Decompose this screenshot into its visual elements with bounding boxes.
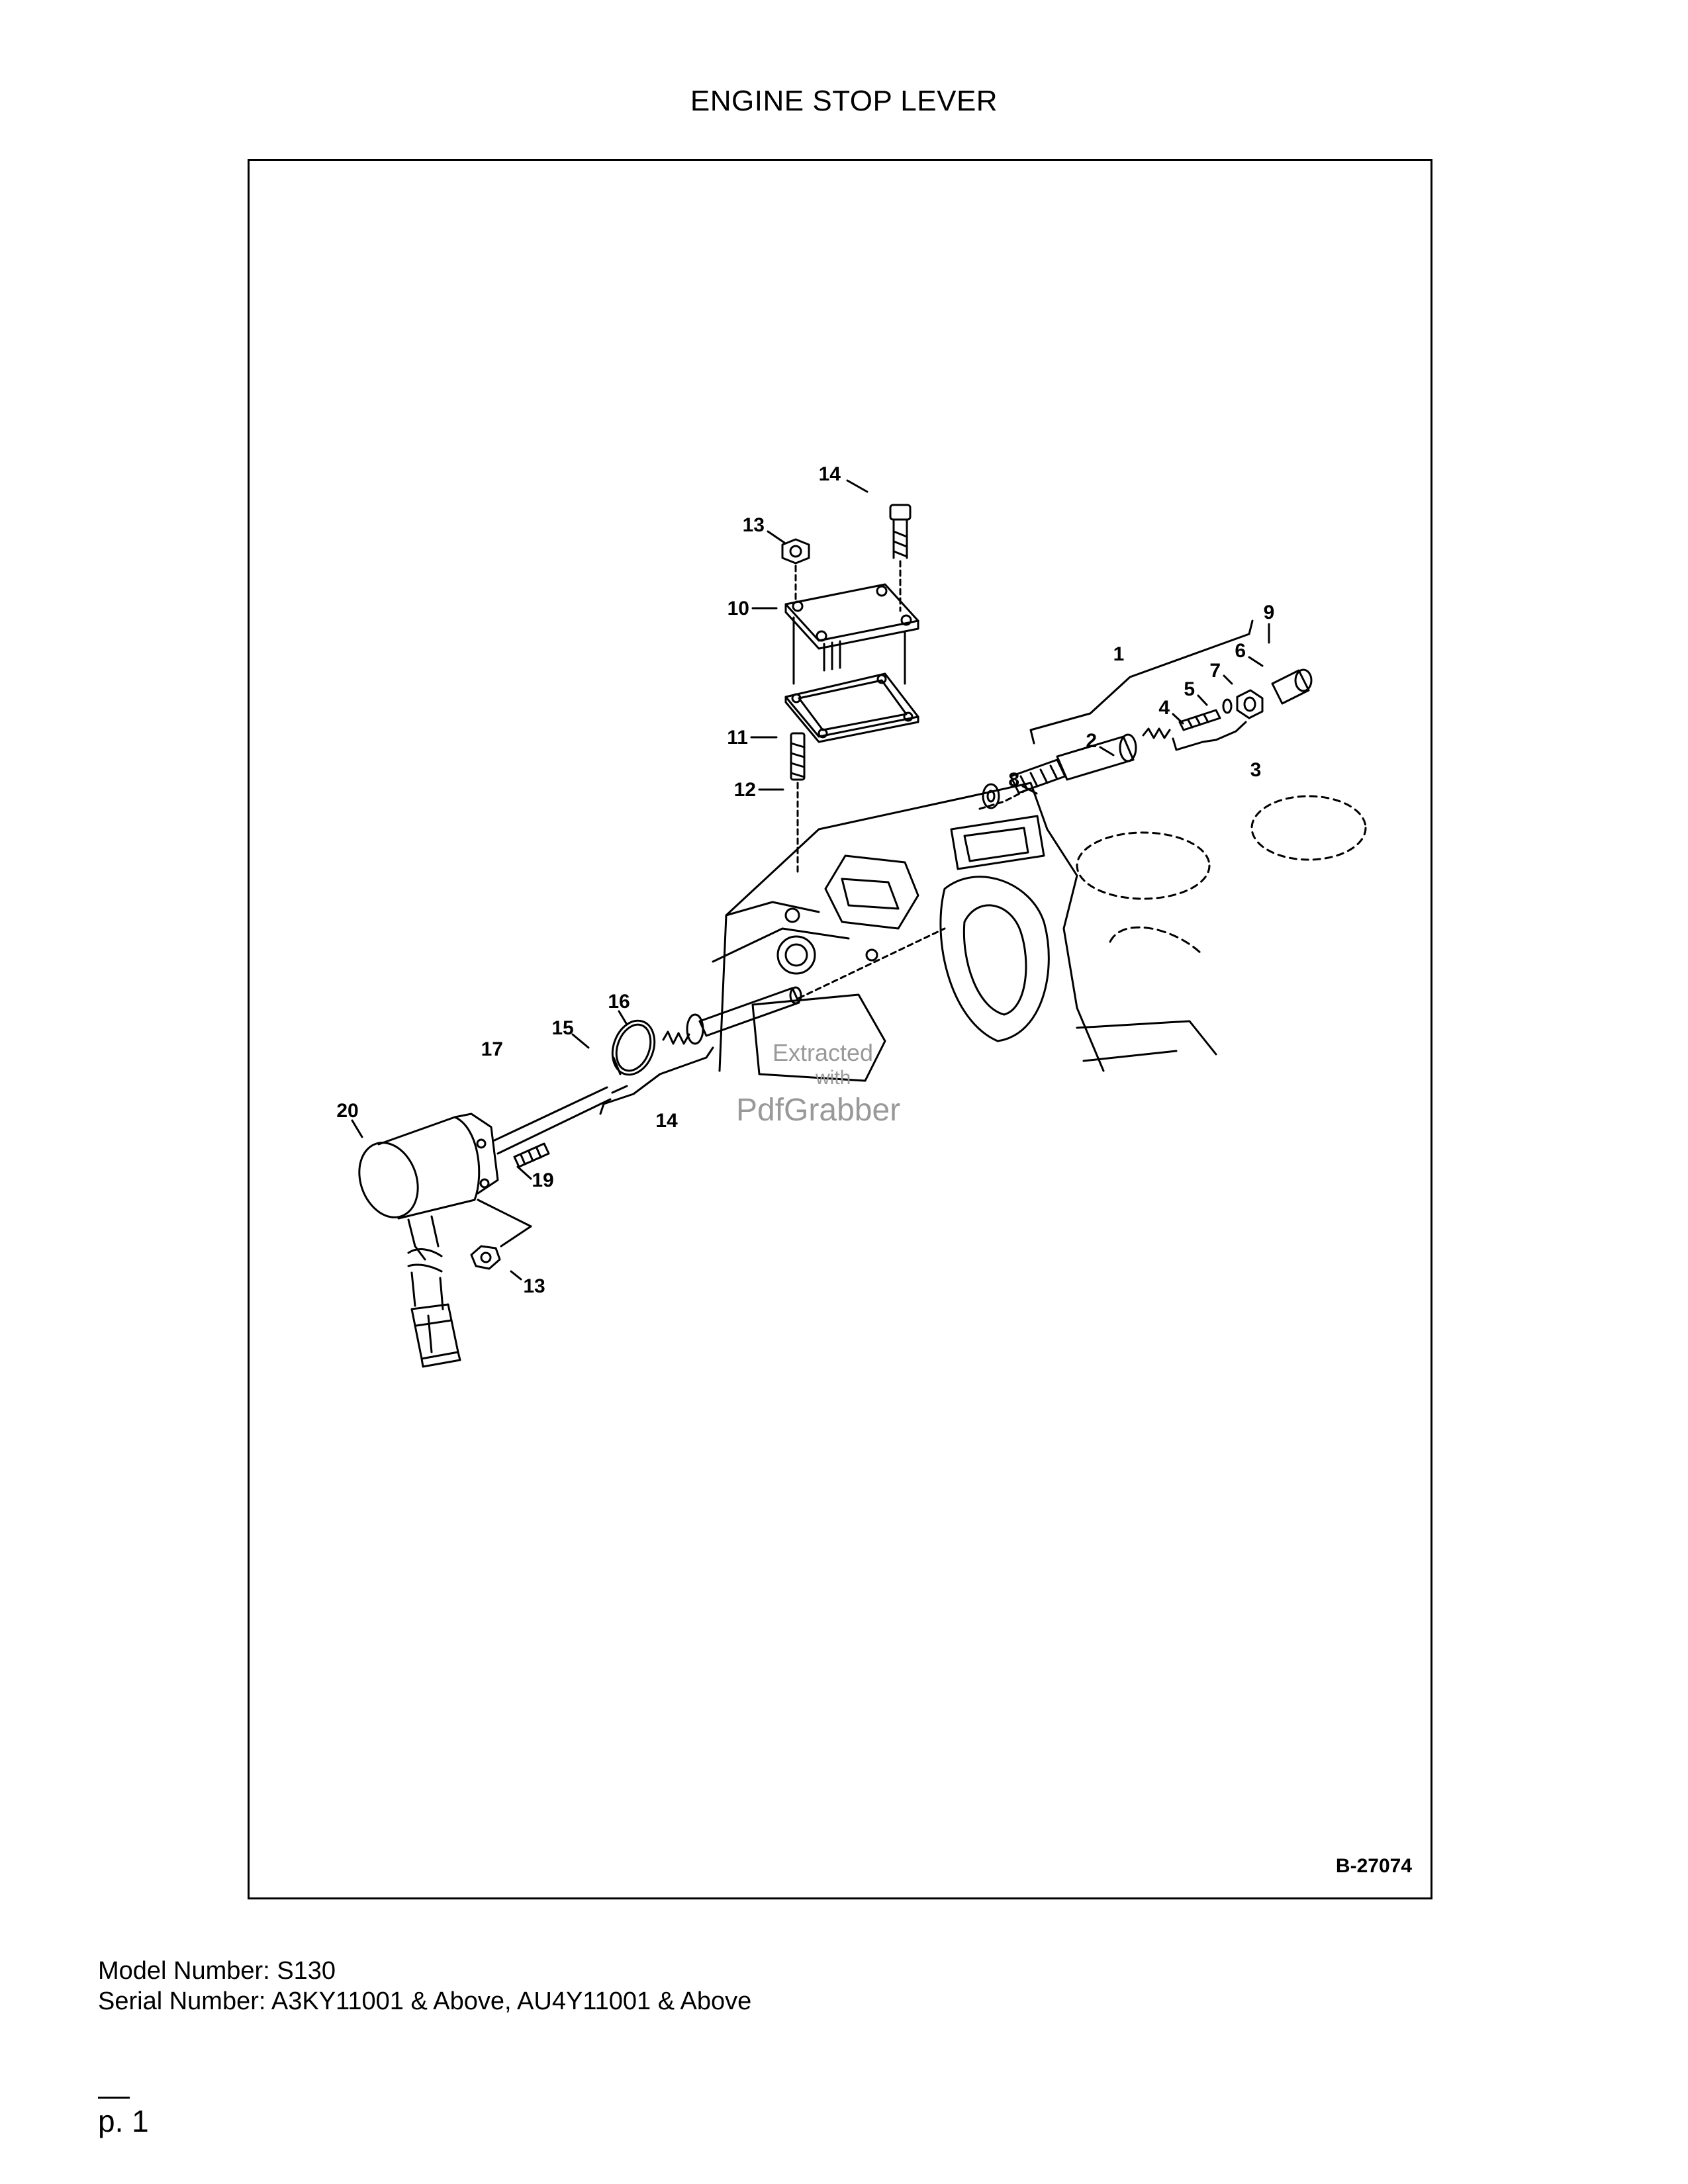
part-5-pin (1178, 709, 1221, 731)
part-4-spring (1142, 727, 1171, 739)
bracket-15 (599, 1046, 714, 1115)
callout-13-bottom: 13 (523, 1275, 545, 1297)
footer-info: Model Number: S130 Serial Number: A3KY11… (98, 1956, 751, 2017)
callout-labels: 14 13 10 11 12 1 9 6 7 5 4 2 3 8 16 15 1… (336, 463, 1274, 1297)
diagram-frame: Extracted with PdfGrabber 14 13 10 11 12… (248, 159, 1432, 1899)
part-16-spring (662, 1030, 690, 1045)
svg-text:with: with (815, 1067, 851, 1089)
leader-lines (351, 479, 1270, 1281)
part-18-o-ring (611, 1019, 656, 1076)
part-14-bolt (889, 504, 912, 612)
callout-17: 16 (608, 991, 630, 1013)
part-7-ring (1222, 698, 1233, 714)
callout-6: 6 (1235, 640, 1246, 662)
part-9-cap (1271, 668, 1313, 705)
callout-9: 9 (1264, 602, 1275, 623)
part-8-washer (982, 783, 1000, 809)
part-6-nut (1236, 689, 1264, 719)
part-11-gasket (784, 672, 919, 743)
callout-1: 1 (1113, 643, 1125, 665)
callout-2: 2 (1086, 730, 1097, 752)
callout-18: 17 (481, 1038, 503, 1060)
part-19-stud (513, 1142, 550, 1168)
engine-housing (712, 782, 1367, 1082)
part-13-nut-top (781, 538, 810, 602)
callout-19: 19 (532, 1169, 553, 1191)
callout-10: 10 (727, 598, 749, 619)
callout-20: 20 (336, 1100, 358, 1122)
callout-14: 14 (819, 463, 841, 485)
page-number: p. 1 (98, 2104, 149, 2138)
part-17-shaft (686, 927, 946, 1045)
callout-16: 15 (551, 1017, 573, 1039)
bracket-1 (1029, 619, 1254, 745)
svg-text:Extracted: Extracted (773, 1039, 873, 1066)
callout-4: 4 (1158, 697, 1170, 719)
callout-15: 14 (655, 1110, 678, 1132)
callout-8: 8 (1008, 769, 1019, 791)
serial-number: Serial Number: A3KY11001 & Above, AU4Y11… (98, 1987, 752, 2015)
page-divider (98, 2097, 130, 2099)
exploded-parts-diagram: Extracted with PdfGrabber 14 13 10 11 12… (336, 463, 1367, 1368)
bracket-3 (1172, 721, 1247, 751)
part-13-nut-bottom (470, 1199, 532, 1270)
part-20-solenoid (358, 1085, 628, 1368)
page-title: ENGINE STOP LEVER (690, 85, 998, 117)
callout-3: 3 (1250, 759, 1262, 781)
part-2-plunger (1009, 733, 1137, 794)
pdf-watermark: Extracted with PdfGrabber (736, 1039, 900, 1128)
svg-text:PdfGrabber: PdfGrabber (736, 1093, 900, 1128)
part-10-cover-plate (784, 583, 919, 685)
callout-11: 11 (727, 727, 748, 749)
callout-13-top: 13 (743, 514, 765, 536)
callout-12: 12 (734, 779, 756, 801)
part-12-stud (790, 732, 806, 877)
callout-5: 5 (1184, 678, 1195, 700)
figure-id: B-27074 (1335, 1855, 1412, 1877)
callout-7: 7 (1209, 660, 1221, 682)
model-number: Model Number: S130 (98, 1957, 336, 1985)
